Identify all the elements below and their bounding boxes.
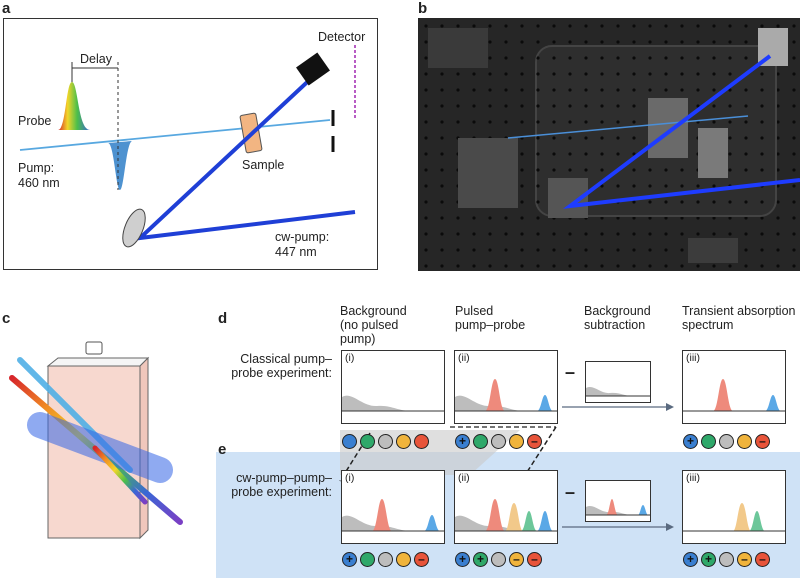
state-dot-blue: + — [455, 552, 470, 567]
state-dot-grey — [719, 552, 734, 567]
dot-row-e-i: +– — [342, 552, 429, 567]
state-dot-blue — [342, 434, 357, 449]
state-dot-yellow — [396, 434, 411, 449]
state-dot-red: – — [527, 434, 542, 449]
state-dot-grey — [378, 552, 393, 567]
probe-label: Probe — [18, 114, 52, 128]
spectrum-d-bg — [585, 361, 651, 403]
state-dot-green — [360, 434, 375, 449]
state-dot-blue: + — [683, 552, 698, 567]
pump-label: Pump: — [18, 161, 55, 175]
state-dot-red — [414, 434, 429, 449]
dot-row-e-ii: ++ –– — [455, 552, 542, 567]
spectrum-d-i: (i) — [341, 350, 445, 424]
state-dot-red: – — [527, 552, 542, 567]
state-dot-red: – — [755, 552, 770, 567]
state-dot-red: – — [755, 434, 770, 449]
minus-d: – — [565, 362, 576, 382]
state-dot-green — [701, 434, 716, 449]
detector-label: Detector — [318, 30, 366, 44]
spectrum-e-bg — [585, 480, 651, 522]
setup-photo — [418, 18, 800, 271]
dot-row-e-iii: ++ –– — [683, 552, 770, 567]
spectrum-e-i: (i) — [341, 470, 445, 544]
panel-label-c: c — [2, 310, 11, 327]
state-dot-yellow: – — [737, 552, 752, 567]
dot-row-d-iii: +– — [683, 434, 770, 449]
state-dot-yellow — [737, 434, 752, 449]
beam-dump — [296, 52, 330, 86]
spectrum-d-iii: (iii) — [682, 350, 786, 424]
panel-label-d: d — [218, 310, 228, 327]
setup-photo-drawing — [418, 18, 800, 271]
spectrum-e-ii: (ii) — [454, 470, 558, 544]
mirror — [122, 208, 146, 248]
panel-a-schematic — [19, 45, 356, 248]
pump-pulse — [108, 141, 132, 190]
pump-wavelength: 460 nm — [18, 176, 60, 190]
cw-pump-label: cw-pump: — [275, 230, 330, 244]
spectrum-e-iii: (iii) — [682, 470, 786, 544]
state-dot-green — [473, 434, 488, 449]
state-dot-grey — [378, 434, 393, 449]
panel-a-frame — [3, 18, 378, 270]
minus-e: – — [565, 482, 576, 502]
state-dot-blue: + — [342, 552, 357, 567]
panel-label-a: a — [2, 0, 11, 17]
state-dot-red: – — [414, 552, 429, 567]
state-dot-yellow — [509, 434, 524, 449]
state-dot-green: + — [473, 552, 488, 567]
spectrum-d-ii: (ii) — [454, 350, 558, 424]
delay-label: Delay — [80, 52, 112, 66]
state-dot-grey — [491, 434, 506, 449]
cw-pump-wavelength: 447 nm — [275, 245, 317, 259]
state-dot-yellow: – — [509, 552, 524, 567]
arrow-d — [562, 403, 674, 411]
row-cw: cw-pump–pump–probe experiment: — [231, 471, 332, 499]
state-dot-yellow — [396, 552, 411, 567]
probe-pulse — [58, 82, 90, 130]
dot-row-d-ii: +– — [455, 434, 542, 449]
cuvette-illustration — [9, 341, 183, 540]
dot-row-d-i — [342, 434, 429, 449]
row-classical: Classical pump–probe experiment: — [231, 352, 332, 380]
state-dot-green: + — [701, 552, 716, 567]
state-dot-grey — [491, 552, 506, 567]
state-dot-blue: + — [683, 434, 698, 449]
state-dot-grey — [719, 434, 734, 449]
state-dot-blue: + — [455, 434, 470, 449]
arrow-e — [562, 523, 674, 531]
state-dot-green — [360, 552, 375, 567]
panel-label-b: b — [418, 0, 428, 17]
cw-pump-beam — [134, 70, 356, 241]
sample-label: Sample — [242, 158, 285, 172]
pump-beam — [19, 119, 331, 151]
panel-label-e: e — [218, 441, 227, 458]
